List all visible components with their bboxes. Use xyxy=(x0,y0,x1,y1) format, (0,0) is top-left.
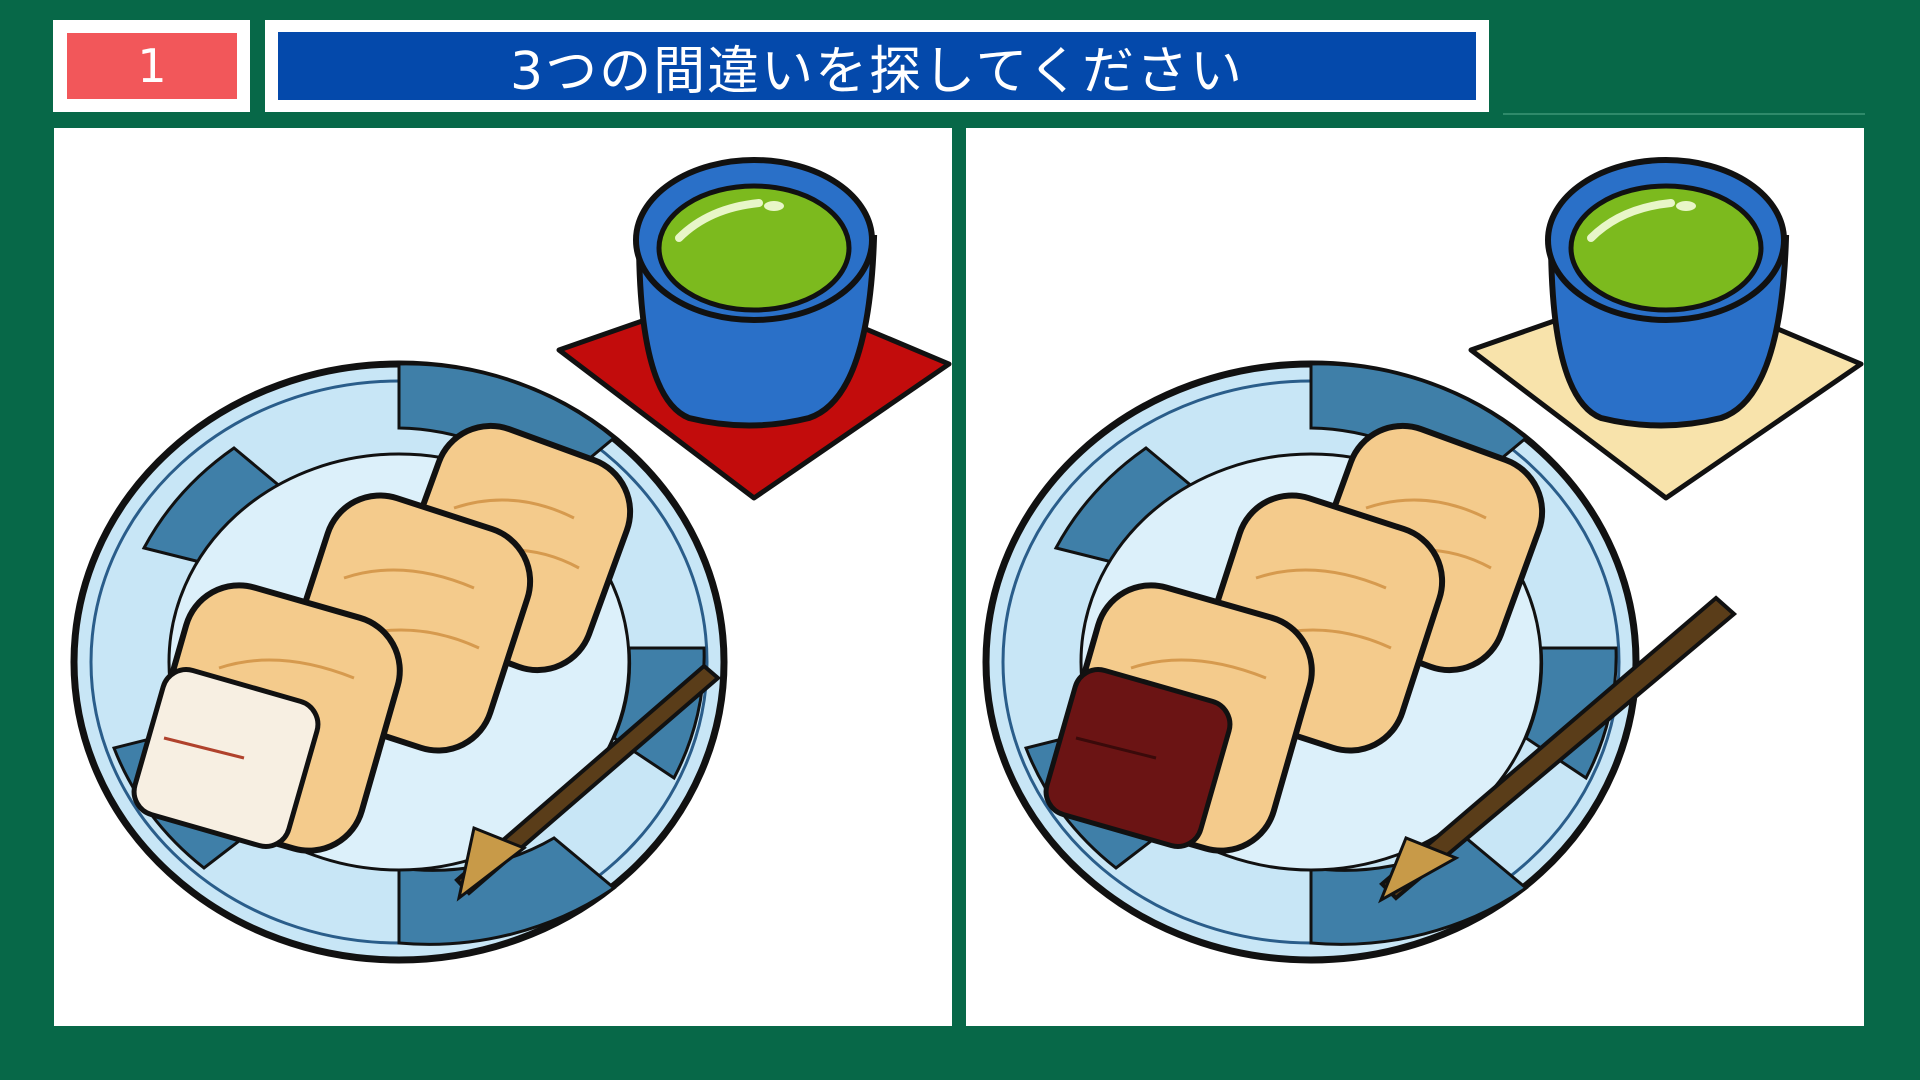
right-picture-panel[interactable] xyxy=(966,128,1864,1026)
tea-cup[interactable] xyxy=(1545,157,1790,429)
puzzle-number-badge: 1 xyxy=(67,33,237,99)
instruction-frame: 3つの間違いを探してください xyxy=(265,20,1489,112)
left-scene-illustration xyxy=(70,157,952,964)
tea-cup[interactable] xyxy=(633,157,878,429)
wooden-skewer[interactable] xyxy=(454,663,722,902)
header-divider xyxy=(1503,113,1865,115)
sweet-filling[interactable] xyxy=(1040,664,1235,852)
inari-sweet-front[interactable] xyxy=(1040,572,1324,863)
wooden-skewer[interactable] xyxy=(1378,595,1738,904)
instruction-title: 3つの間違いを探してください xyxy=(278,32,1476,102)
puzzle-number-frame: 1 xyxy=(53,20,250,112)
right-scene-illustration xyxy=(982,157,1864,964)
sweet-filling[interactable] xyxy=(128,664,323,852)
left-picture-panel[interactable] xyxy=(54,128,952,1026)
inari-sweet-front[interactable] xyxy=(128,572,412,863)
